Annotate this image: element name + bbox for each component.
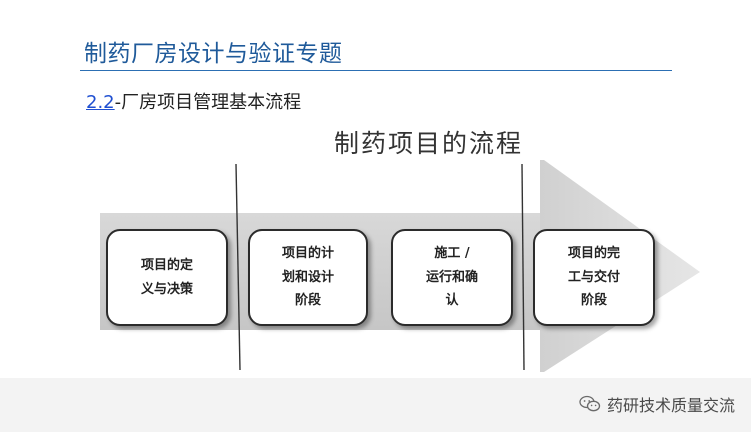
phase-box-planning-design: 项目的计 划和设计 阶段 — [248, 229, 368, 326]
phase-box-definition: 项目的定 义与决策 — [106, 229, 228, 326]
watermark-text: 药研技术质量交流 — [606, 396, 735, 415]
phase-label: 项目的定 义与决策 — [140, 258, 193, 297]
section-separator: - — [114, 92, 122, 113]
diagram-title: 制药项目的流程 — [334, 129, 524, 158]
phase-divider-2 — [521, 163, 525, 371]
title-divider — [80, 70, 672, 71]
watermark: 药研技术质量交流 — [579, 392, 735, 416]
phase-divider-1 — [235, 163, 241, 371]
section-heading: 2.2-厂房项目管理基本流程 — [86, 88, 301, 114]
phase-label: 项目的计 划和设计 阶段 — [281, 246, 334, 309]
phase-label: 施工 / 运行和确 认 — [425, 246, 478, 309]
section-text: 厂房项目管理基本流程 — [121, 92, 302, 113]
footer-strip — [0, 378, 751, 432]
phase-box-construction-qualification: 施工 / 运行和确 认 — [391, 229, 513, 326]
phase-box-completion-delivery: 项目的完 工与交付 阶段 — [533, 229, 655, 326]
phase-label: 项目的完 工与交付 阶段 — [567, 246, 620, 309]
page-title: 制药厂房设计与验证专题 — [84, 41, 343, 67]
section-number[interactable]: 2.2 — [86, 92, 115, 113]
wechat-icon — [579, 395, 601, 412]
